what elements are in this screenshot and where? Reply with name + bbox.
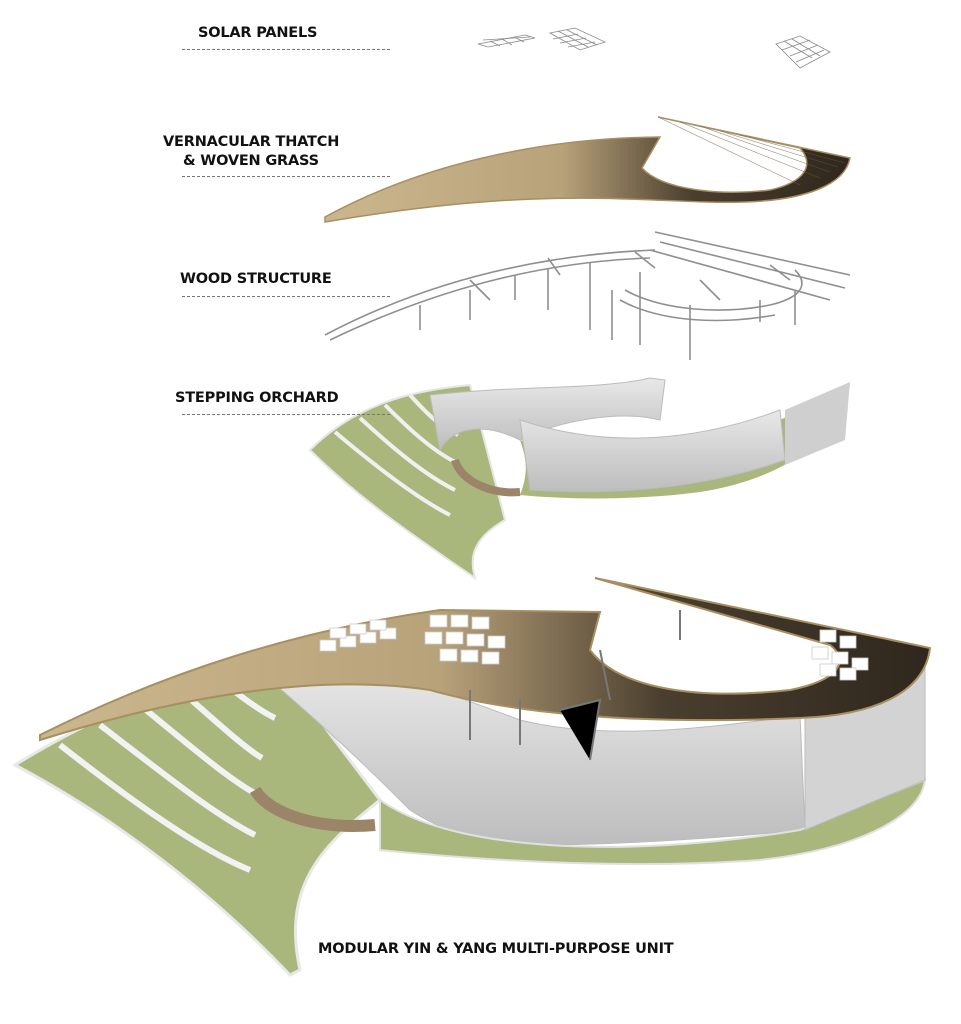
solar-panel-grid [477, 34, 536, 48]
solar-panels-on-roof [319, 614, 869, 681]
solar-panels-layer [477, 27, 831, 69]
thatch-label-line2: & WOVEN GRASS [183, 153, 319, 169]
thatch-label-line1: VERNACULAR THATCH [163, 134, 340, 150]
wood-structure-label: WOOD STRUCTURE [180, 271, 332, 287]
unit-caption: MODULAR YIN & YANG MULTI-PURPOSE UNIT [318, 941, 674, 957]
thatch-roof-layer [324, 116, 851, 223]
stepping-orchard-label: STEPPING ORCHARD [175, 390, 339, 406]
solar-panels-leader-line [182, 49, 390, 50]
assembled-unit [11, 577, 932, 977]
solar-panel-grid [548, 27, 607, 51]
wood-structure-layer [324, 231, 851, 360]
wood-structure-leader-line [182, 296, 390, 297]
stepping-orchard-layer [308, 377, 850, 581]
solar-panel-grid [775, 35, 831, 69]
stepping-orchard-leader-line [182, 414, 390, 415]
solar-panels-label: SOLAR PANELS [198, 25, 318, 41]
thatch-leader-line [182, 176, 390, 177]
